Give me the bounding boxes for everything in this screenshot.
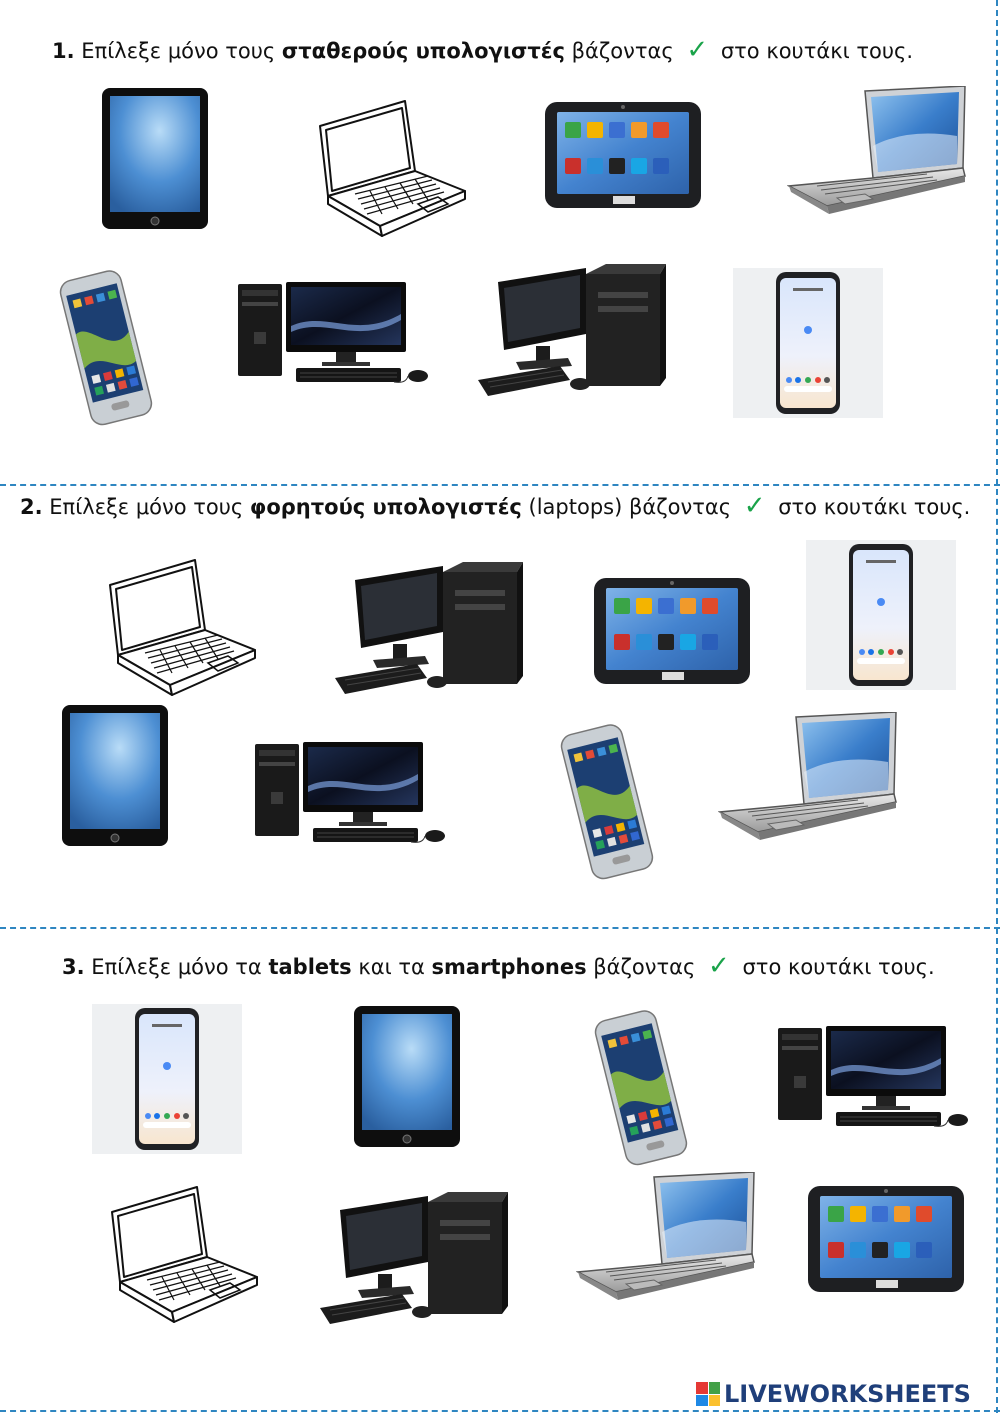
question-number: 1. xyxy=(52,39,75,63)
device-laptop-lineart xyxy=(102,1182,262,1332)
device-desktop-lenovo xyxy=(476,262,666,402)
checkmark-icon: ✓ xyxy=(743,491,766,521)
question-keyword: φορητούς υπολογιστές xyxy=(249,495,522,519)
device-tablet-ipad xyxy=(352,1004,462,1149)
device-desktop-lenovo xyxy=(333,560,523,700)
device-smartphone-pixel xyxy=(806,540,956,690)
device-desktop-hp xyxy=(236,280,436,390)
device-laptop-silver xyxy=(718,712,898,842)
device-tablet-ipad xyxy=(100,86,210,231)
checkmark-icon: ✓ xyxy=(686,35,709,65)
device-smartphone-android xyxy=(55,268,155,428)
device-laptop-lineart xyxy=(100,555,260,705)
device-smartphone-android xyxy=(590,1008,690,1168)
section-divider-bottom xyxy=(0,1410,1000,1412)
brand-name: LIVEWORKSHEETS xyxy=(724,1380,971,1408)
liveworksheets-logo[interactable]: LIVEWORKSHEETS xyxy=(696,1378,971,1410)
device-desktop-hp xyxy=(253,740,453,850)
question-keyword: σταθερούς υπολογιστές xyxy=(281,39,565,63)
device-tablet-windows xyxy=(592,576,752,686)
device-smartphone-android xyxy=(556,722,656,882)
question-1: 1. Επίλεξε μόνο τους σταθερούς υπολογιστ… xyxy=(52,35,913,65)
liveworksheets-logo-icon xyxy=(696,1382,720,1406)
right-border xyxy=(996,0,998,1413)
device-laptop-silver xyxy=(787,86,967,216)
device-tablet-windows xyxy=(543,100,703,210)
question-number: 3. xyxy=(62,955,85,979)
question-keyword: tablets xyxy=(268,955,352,979)
device-laptop-lineart xyxy=(310,96,470,246)
device-laptop-silver xyxy=(576,1172,756,1302)
question-number: 2. xyxy=(20,495,43,519)
question-2: 2. Επίλεξε μόνο τους φορητούς υπολογιστέ… xyxy=(20,491,971,521)
device-tablet-ipad xyxy=(60,703,170,848)
device-desktop-hp xyxy=(776,1024,976,1134)
device-tablet-windows xyxy=(806,1184,966,1294)
device-smartphone-pixel xyxy=(92,1004,242,1154)
section-divider-1 xyxy=(0,484,1000,486)
question-keyword-2: smartphones xyxy=(431,955,587,979)
device-desktop-lenovo xyxy=(318,1190,508,1330)
device-smartphone-pixel xyxy=(733,268,883,418)
section-divider-2 xyxy=(0,927,1000,929)
question-3: 3. Επίλεξε μόνο τα tablets και τα smartp… xyxy=(62,951,935,981)
checkmark-icon: ✓ xyxy=(708,951,730,981)
